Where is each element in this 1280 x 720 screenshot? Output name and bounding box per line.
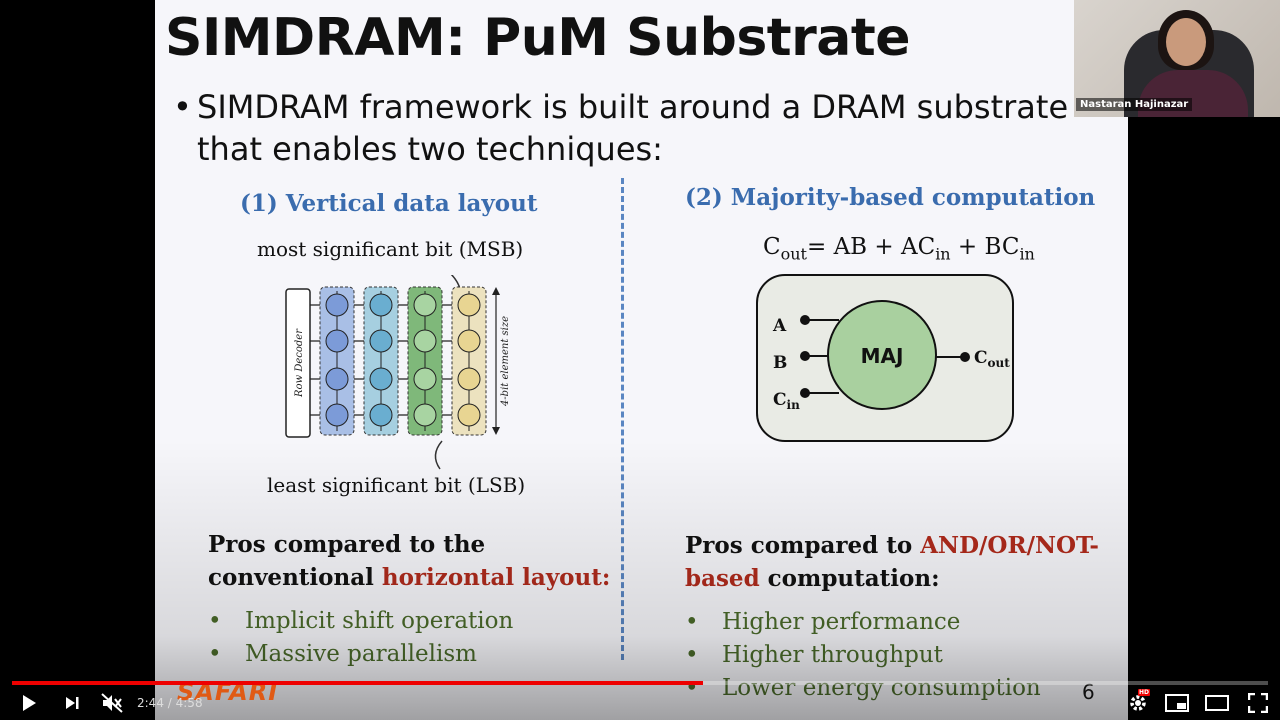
presenter-name: Nastaran Hajinazar (1076, 98, 1192, 111)
mute-button[interactable] (97, 686, 127, 720)
fullscreen-icon (1248, 693, 1268, 713)
maj-gate-diagram: MAJ A B Cin Cout (755, 272, 1017, 446)
lsb-label: least significant bit (LSB) (267, 473, 525, 497)
column-2 (364, 287, 398, 435)
hd-badge: HD (1138, 689, 1150, 696)
column-1 (320, 287, 354, 435)
miniplayer-icon (1165, 694, 1189, 712)
bullet-line-2: that enables two techniques: (197, 128, 1097, 170)
progress-bar[interactable] (12, 681, 1268, 685)
time-display: 2:44 / 4:58 (137, 696, 203, 710)
input-a-label: A (772, 316, 787, 336)
fullscreen-button[interactable] (1244, 686, 1272, 720)
miniplayer-button[interactable] (1163, 686, 1191, 720)
slide: SIMDRAM: PuM Substrate • SIMDRAM framewo… (155, 0, 1128, 720)
theater-icon (1205, 695, 1229, 711)
lsb-arrow (435, 441, 442, 469)
maj-label: MAJ (861, 344, 904, 368)
settings-button[interactable]: HD (1124, 686, 1152, 720)
carry-formula: Cout= AB + ACin + BCin (763, 234, 1035, 264)
left-pros-list: Implicit shift operation Massive paralle… (208, 605, 513, 671)
list-item: Implicit shift operation (208, 605, 513, 638)
input-b-label: B (773, 353, 787, 373)
volume-muted-icon (101, 693, 123, 713)
play-icon (20, 694, 38, 712)
slide-title: SIMDRAM: PuM Substrate (165, 8, 910, 68)
list-item: Higher throughput (685, 639, 1041, 672)
list-item: Massive parallelism (208, 638, 513, 671)
left-pros-heading: Pros compared to the conventional horizo… (208, 528, 610, 594)
next-button[interactable] (57, 686, 87, 720)
bullet-dot: • (173, 86, 192, 128)
skip-next-icon (63, 694, 81, 712)
element-size-label: 4-bit element size (500, 316, 511, 407)
column-4 (452, 287, 486, 435)
row-decoder-label: Row Decoder (294, 328, 305, 398)
progress-played (12, 681, 703, 685)
column-3 (408, 287, 442, 435)
theater-mode-button[interactable] (1203, 686, 1231, 720)
right-pros-heading: Pros compared to AND/OR/NOT- based compu… (685, 529, 1099, 595)
player-controls: 2:44 / 4:58 HD (0, 686, 1280, 720)
list-item: Higher performance (685, 606, 1041, 639)
vertical-layout-heading: (1) Vertical data layout (240, 190, 537, 217)
play-button[interactable] (14, 686, 44, 720)
vertical-layout-diagram: Row Decoder (280, 275, 540, 475)
msb-label: most significant bit (MSB) (257, 237, 523, 261)
presenter-webcam: Nastaran Hajinazar (1074, 0, 1280, 117)
bullet-line-1: SIMDRAM framework is built around a DRAM… (197, 86, 1097, 128)
majority-heading: (2) Majority-based computation (685, 184, 1095, 211)
column-divider (621, 178, 624, 660)
